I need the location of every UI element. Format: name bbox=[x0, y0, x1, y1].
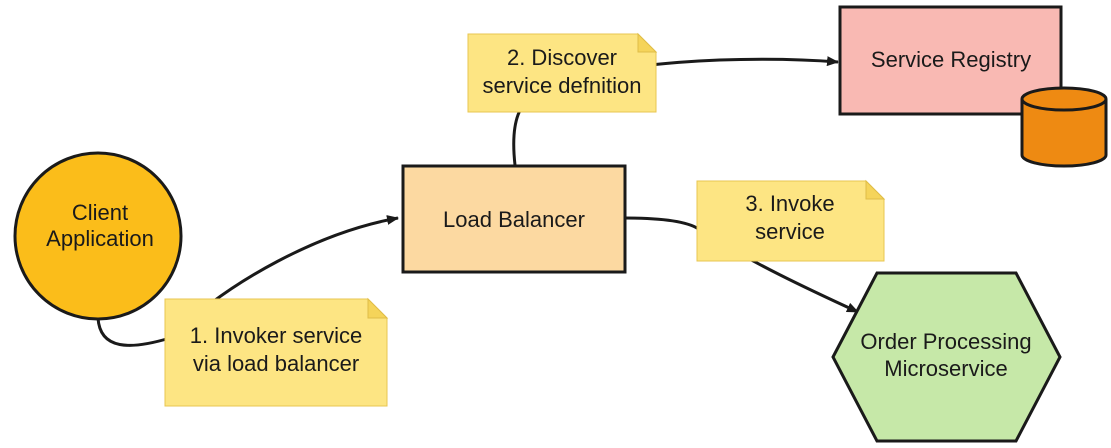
note-step2-line2: service defnition bbox=[483, 73, 642, 98]
order-processing-label-line1: Order Processing bbox=[860, 329, 1031, 354]
client-application-circle bbox=[13, 151, 183, 321]
order-processing-microservice-node: Order Processing Microservice bbox=[831, 271, 1062, 443]
client-application-node: Client Application bbox=[13, 151, 183, 321]
note-step2-fold bbox=[637, 32, 658, 53]
note-step1-line2: via load balancer bbox=[193, 351, 359, 376]
client-application-label-line2: Application bbox=[46, 226, 154, 251]
note-step2-line1: 2. Discover bbox=[507, 45, 617, 70]
note-step2: 2. Discover service defnition bbox=[467, 32, 658, 113]
note-step1: 1. Invoker service via load balancer bbox=[164, 297, 389, 407]
service-registry-label: Service Registry bbox=[871, 47, 1031, 72]
load-balancer-node: Load Balancer bbox=[401, 164, 627, 274]
load-balancer-label: Load Balancer bbox=[443, 207, 585, 232]
client-application-label-line1: Client bbox=[72, 200, 128, 225]
note-step3-fold bbox=[865, 179, 886, 200]
note-step1-fold bbox=[367, 297, 389, 319]
database-cylinder-icon bbox=[1020, 86, 1108, 168]
note-step3: 3. Invoke service bbox=[696, 179, 886, 262]
order-processing-label-line2: Microservice bbox=[884, 356, 1007, 381]
note-step1-line1: 1. Invoker service bbox=[190, 323, 362, 348]
load-balancer-box bbox=[401, 164, 627, 274]
order-processing-hexagon bbox=[831, 271, 1062, 443]
note-step3-line2: service bbox=[755, 219, 825, 244]
note-step3-line1: 3. Invoke bbox=[745, 191, 834, 216]
